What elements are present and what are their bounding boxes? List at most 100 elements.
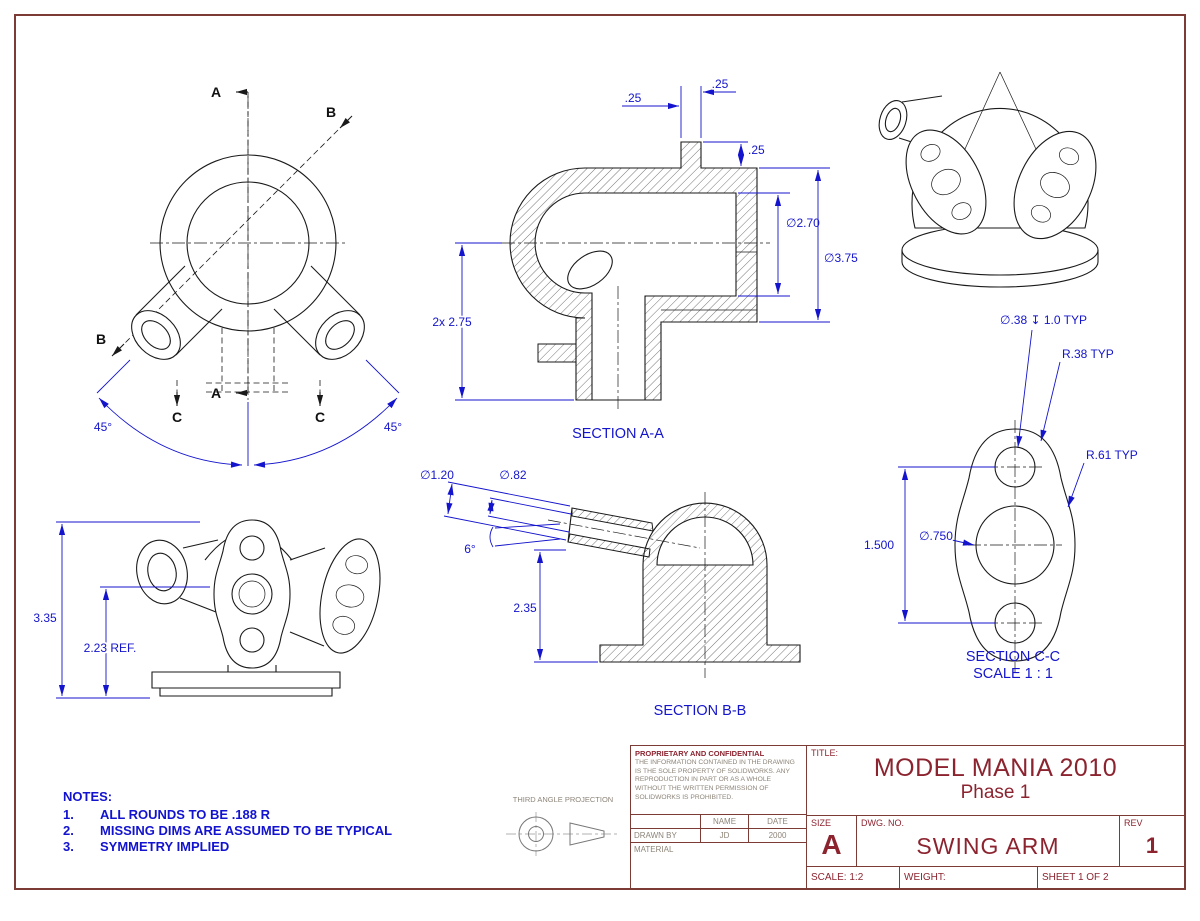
view-section-aa: .25 .25 .25 ∅2.70 ∅3.75 <box>431 75 860 442</box>
dim-aa-d270: ∅2.70 <box>738 192 822 297</box>
sheet-text: SHEET 1 OF 2 <box>1042 872 1109 883</box>
dim-bb-235: 2.35 <box>512 549 598 663</box>
dim-text-1500: 1.500 <box>864 538 894 552</box>
dim-aa-25-group: .25 .25 .25 <box>622 75 775 169</box>
scale-weight-sheet-row: SCALE: 1:2 WEIGHT: SHEET 1 OF 2 <box>807 867 1184 890</box>
drawn-by-name: JD <box>701 829 749 843</box>
dim-angle-right: 45° <box>253 359 404 468</box>
dim-text-45-left: 45° <box>94 420 112 434</box>
dim-iso-223: 2.23 REF. <box>82 586 210 696</box>
note-text: MISSING DIMS ARE ASSUMED TO BE TYPICAL <box>100 823 393 838</box>
dim-text-6deg: 6° <box>464 542 476 556</box>
material-row: MATERIAL <box>631 843 806 890</box>
title-block-right: TITLE: MODEL MANIA 2010 Phase 1 SIZE A D… <box>807 746 1184 890</box>
dim-cc-r61: R.61 TYP <box>1067 446 1140 508</box>
dim-text-335: 3.35 <box>33 611 57 625</box>
notes-heading: NOTES: <box>63 789 113 804</box>
sheet-border <box>14 14 1186 890</box>
dim-text-223: 2.23 REF. <box>84 641 137 655</box>
approvals-header-row: NAME DATE <box>631 815 806 829</box>
dim-text-235: 2.35 <box>513 601 537 615</box>
dim-bb-d120: ∅1.20 <box>418 466 571 541</box>
approvals-header-date: DATE <box>749 815 806 829</box>
dim-text-d82: ∅.82 <box>499 468 526 482</box>
note-text: ALL ROUNDS TO BE .188 R <box>100 807 270 822</box>
title-cell: TITLE: MODEL MANIA 2010 Phase 1 <box>807 746 1184 816</box>
dim-aa-2x275: 2x 2.75 <box>431 242 574 401</box>
dim-bb-6deg: 6° <box>463 523 561 558</box>
dim-text-2x275: 2x 2.75 <box>432 315 472 329</box>
dim-aa-d375: ∅3.75 <box>759 167 860 323</box>
view-front: A A B B C C <box>92 84 404 468</box>
note-item: 2. MISSING DIMS ARE ASSUMED TO BE TYPICA… <box>63 823 392 839</box>
note-number: 3. <box>63 839 74 854</box>
view-front-iso: 3.35 2.23 REF. <box>32 519 381 699</box>
title-label: TITLE: <box>811 748 839 758</box>
section-line-c: C C <box>172 380 325 425</box>
section-label-b-bottom: B <box>96 331 106 347</box>
caption-section-cc: SECTION C-C <box>966 649 1060 665</box>
dim-text-25-b: .25 <box>712 77 729 91</box>
dwg-no-cell: DWG. NO. SWING ARM <box>857 816 1120 866</box>
dim-iso-335: 3.35 <box>32 521 200 699</box>
size-dwg-rev-row: SIZE A DWG. NO. SWING ARM REV 1 <box>807 816 1184 867</box>
note-item: 1. ALL ROUNDS TO BE .188 R <box>63 807 392 823</box>
dim-angle-left: 45° <box>92 359 249 468</box>
dim-cc-1500: 1.500 <box>862 466 995 624</box>
dwg-no-value: SWING ARM <box>916 833 1060 859</box>
section-label-c-right: C <box>315 409 325 425</box>
title-block: PROPRIETARY AND CONFIDENTIAL THE INFORMA… <box>630 745 1184 890</box>
dim-text-25-c: .25 <box>748 143 765 157</box>
caption-section-aa: SECTION A-A <box>572 426 664 442</box>
approvals-header-name: NAME <box>701 815 749 829</box>
proprietary-heading: PROPRIETARY AND CONFIDENTIAL <box>635 749 765 758</box>
projection-label: THIRD ANGLE PROJECTION <box>512 795 614 804</box>
proprietary-cell: PROPRIETARY AND CONFIDENTIAL THE INFORMA… <box>631 746 806 815</box>
section-label-c-left: C <box>172 409 182 425</box>
size-label: SIZE <box>811 818 832 828</box>
scale-text: SCALE: 1:2 <box>807 867 900 890</box>
dim-bb-d82: ∅.82 <box>487 466 572 533</box>
caption-section-bb: SECTION B-B <box>654 703 747 719</box>
dim-cc-r38: R.38 TYP <box>1040 345 1116 442</box>
view-isometric <box>878 71 1099 288</box>
section-line-a: A A <box>211 84 248 401</box>
projection-symbol-icon <box>506 812 620 856</box>
notes-block: NOTES: 1. ALL ROUNDS TO BE .188 R 2. MIS… <box>63 789 392 855</box>
section-label-a-top: A <box>211 84 221 100</box>
dim-text-d120: ∅1.20 <box>420 468 454 482</box>
section-label-a-bottom: A <box>211 385 221 401</box>
approvals-drawn-row: DRAWN BY JD 2000 <box>631 829 806 843</box>
view-section-cc: 1.500 ∅.750 ∅.38 ↧ 1.0 TYP R.38 TYP R.61… <box>862 311 1140 682</box>
dim-text-r61: R.61 TYP <box>1086 448 1138 462</box>
section-line-b: B B <box>96 104 353 357</box>
dim-text-d270: ∅2.70 <box>786 216 820 230</box>
dwg-no-label: DWG. NO. <box>861 818 904 828</box>
drawing-title-line2: Phase 1 <box>960 782 1031 803</box>
rev-value: 1 <box>1145 833 1159 858</box>
size-cell: SIZE A <box>807 816 857 866</box>
note-number: 2. <box>63 823 74 838</box>
rev-label: REV <box>1124 818 1143 828</box>
view-section-bb: ∅1.20 ∅.82 6° 2.35 SECTION B-B <box>418 466 801 719</box>
note-item: 3. SYMMETRY IMPLIED <box>63 839 392 855</box>
caption-scale-cc: SCALE 1 : 1 <box>973 666 1053 682</box>
dim-text-r38: R.38 TYP <box>1062 347 1114 361</box>
note-text: SYMMETRY IMPLIED <box>100 839 230 854</box>
drawing-title-line1: MODEL MANIA 2010 <box>873 754 1118 782</box>
dim-text-45-right: 45° <box>384 420 402 434</box>
dim-cc-d38: ∅.38 ↧ 1.0 TYP <box>998 311 1089 448</box>
dim-cc-d750: ∅.750 <box>917 527 975 546</box>
material-label: MATERIAL <box>634 845 674 854</box>
title-block-left: PROPRIETARY AND CONFIDENTIAL THE INFORMA… <box>631 746 807 890</box>
section-label-b-top: B <box>326 104 336 120</box>
approvals-header-empty <box>631 815 701 829</box>
proprietary-body: THE INFORMATION CONTAINED IN THE DRAWING… <box>635 759 795 801</box>
note-number: 1. <box>63 807 74 822</box>
dim-text-d750: ∅.750 <box>919 529 953 543</box>
dim-text-25-a: .25 <box>625 91 642 105</box>
approvals-table: NAME DATE DRAWN BY JD 2000 MATERIAL <box>631 815 806 890</box>
rev-cell: REV 1 <box>1120 816 1184 866</box>
